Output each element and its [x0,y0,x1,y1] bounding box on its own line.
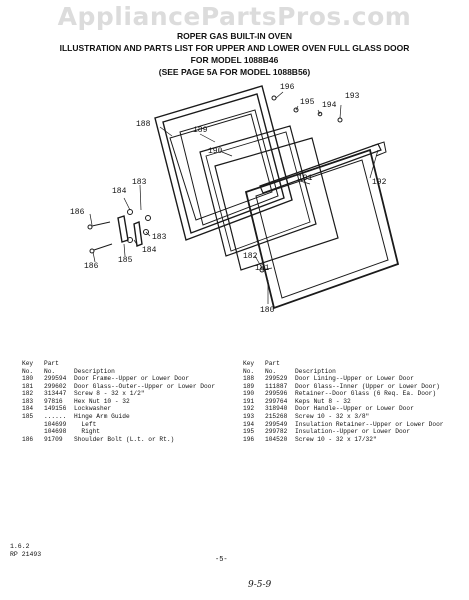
table-row: 185......Hinge Arm Guide [22,412,130,420]
callout-195: 195 [300,98,315,107]
publication-code: RP 21493 [10,550,42,558]
key-header: Key [22,360,34,367]
exploded-door-diagram: 196 193 195 194 188 189 190 191 192 183 … [70,83,400,315]
door-frame-panel [244,148,400,310]
title-line-4: (SEE PAGE 5A FOR MODEL 1088B56) [158,67,311,77]
hinge-arm-guide [117,215,143,247]
key-header-no: No. [243,367,255,375]
callout-180: 180 [260,306,275,315]
page-number: -5- [215,556,228,564]
leader-lines [89,91,379,304]
callout-183-lower: 183 [152,233,167,242]
part-header: Part [265,360,280,367]
callout-184-upper: 184 [112,187,127,196]
revision-code: 1.6.2 [10,543,30,550]
callout-189: 189 [193,126,208,135]
watermark: AppliancePartsPros.com [57,2,412,31]
document-codes: 1.6.2 RP 21493 [10,543,41,558]
callout-194: 194 [322,101,337,110]
callout-188: 188 [136,120,151,129]
callout-182: 182 [243,252,258,261]
callout-196: 196 [280,83,295,92]
key-header: Key [243,360,255,367]
table-row: 104699 Left [44,420,97,428]
callout-190: 190 [208,147,223,156]
callout-192: 192 [372,178,387,187]
callout-183-upper: 183 [132,178,147,187]
callout-181: 181 [255,264,270,273]
title-line-1: ROPER GAS BUILT-IN OVEN [176,31,293,41]
part-header-no: No. [265,367,277,375]
handwritten-note: 9-5-9 [248,580,272,590]
callout-185: 185 [118,256,133,265]
description-header: Description [74,367,115,375]
callout-184-lower: 184 [142,246,157,255]
callout-193: 193 [345,92,360,101]
door-handle [259,141,387,194]
hardware [87,95,343,273]
inner-glass-panel [179,109,279,226]
callout-191: 191 [298,174,313,183]
document-title: ROPER GAS BUILT-IN OVEN ILLUSTRATION AND… [0,30,469,78]
description-header: Description [295,367,336,375]
title-line-2: ILLUSTRATION AND PARTS LIST FOR UPPER AN… [59,43,410,53]
part-header-no: No. [44,367,56,375]
key-header-no: No. [22,367,34,375]
callout-labels: 196 193 195 194 188 189 190 191 192 183 … [70,83,387,315]
outer-glass-panel [214,137,339,271]
callout-186-lower: 186 [84,262,99,271]
door-lining-panel [154,85,293,241]
part-header: Part [44,360,59,367]
insulation-panel [199,125,317,257]
table-row: 104698 Right [44,428,100,436]
callout-186-upper: 186 [70,208,85,217]
title-line-3: FOR MODEL 1088B46 [190,55,279,65]
